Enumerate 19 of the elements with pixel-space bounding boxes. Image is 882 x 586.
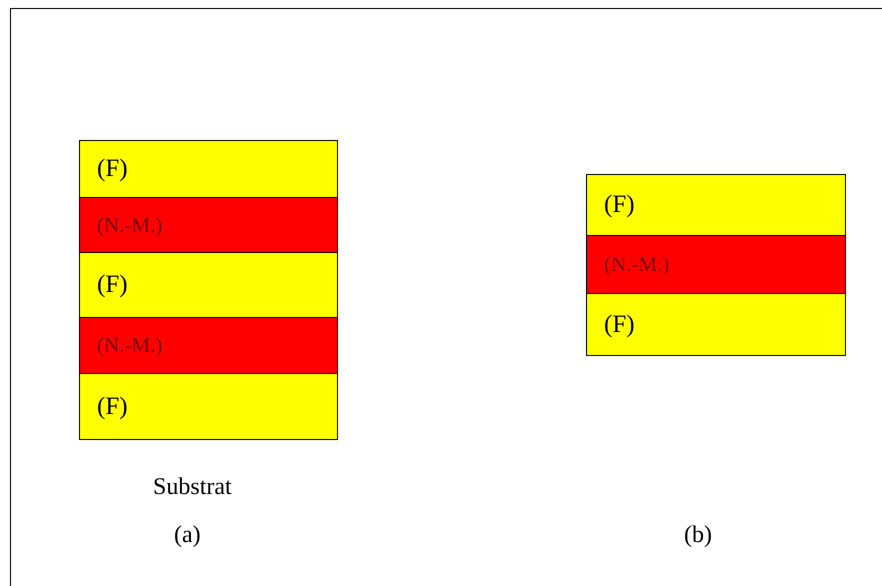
layer-label: (N.-M.) [604, 252, 670, 277]
layer-label: (F) [97, 271, 128, 299]
ferromagnetic-layer [79, 373, 338, 440]
layer-label: (F) [604, 310, 635, 338]
non-magnetic-layer [79, 317, 338, 374]
layer-label: (F) [97, 155, 128, 183]
substrate-label: Substrat [153, 474, 232, 501]
layer-label: (N.-M.) [97, 333, 162, 358]
panel-label: (a) [174, 522, 201, 549]
ferromagnetic-layer [586, 293, 846, 356]
panel-label: (b) [684, 522, 712, 549]
layer-label: (F) [604, 191, 635, 219]
ferromagnetic-layer [586, 174, 846, 236]
layer-label: (F) [97, 392, 128, 420]
layer-label: (N.-M.) [97, 212, 162, 238]
non-magnetic-layer [586, 235, 846, 294]
non-magnetic-layer [79, 197, 338, 253]
ferromagnetic-layer [79, 140, 338, 198]
ferromagnetic-layer [79, 252, 338, 318]
